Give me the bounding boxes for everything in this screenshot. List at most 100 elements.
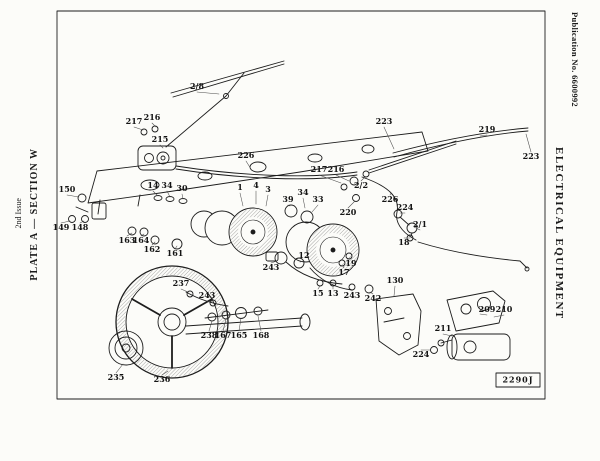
leader-line — [347, 200, 356, 209]
leader-line — [287, 204, 291, 207]
reference-number: 2290J — [502, 375, 533, 385]
part-number-label: 15 — [312, 288, 323, 298]
part-number-label: 18 — [398, 237, 410, 247]
part-number-label: 243 — [344, 290, 361, 300]
leader-line — [159, 144, 164, 149]
speedometer-cable — [417, 241, 530, 272]
wiper-blade-left — [165, 60, 285, 148]
leader-line — [180, 288, 189, 293]
leader-line — [257, 315, 262, 332]
leader-line — [181, 193, 184, 200]
part-number-label: 237 — [173, 278, 190, 288]
leader-line — [115, 363, 124, 374]
leader-line — [442, 333, 453, 337]
part-number-label: 148 — [72, 222, 89, 232]
part-number-label: 17 — [338, 267, 349, 277]
part-number-label: 165 — [231, 330, 248, 340]
part-number-label: 235 — [108, 372, 125, 382]
leader-line — [245, 160, 252, 170]
part-number-label: 163 — [119, 235, 136, 245]
leader-line — [265, 194, 269, 207]
dashboard-panel — [87, 131, 429, 215]
steering-wheel — [115, 265, 311, 379]
part-number-label: 1 — [237, 182, 243, 192]
control-box-assembly — [430, 290, 511, 361]
leader-line — [525, 133, 532, 153]
leader-line — [302, 197, 306, 209]
section-title: ELECTRICAL EQUIPMENT — [553, 147, 565, 320]
part-number-label: 209 — [479, 304, 496, 314]
leader-line — [493, 314, 505, 318]
leader-line — [66, 194, 80, 198]
leader-line — [206, 300, 213, 303]
part-number-label: 168 — [253, 330, 270, 340]
part-number-label: 224 — [413, 349, 430, 359]
leader-line — [479, 134, 488, 137]
part-number-label: 2/2 — [354, 180, 368, 190]
wiper-motor-left — [137, 125, 177, 171]
part-number-label: 243 — [263, 262, 280, 272]
part-number-label: 215 — [152, 134, 169, 144]
part-number-label: 4 — [253, 180, 259, 190]
part-number-label: 217 — [311, 164, 328, 174]
part-number-label: 216 — [328, 164, 345, 174]
horn-button — [108, 330, 144, 366]
reference-number-box: 2290J — [495, 372, 541, 388]
part-number-label: 217 — [126, 116, 143, 126]
instrument-cluster — [190, 204, 360, 277]
part-number-label: 162 — [144, 244, 161, 254]
leader-line — [151, 122, 157, 128]
part-number-label: 34 — [161, 180, 173, 190]
page-border — [56, 10, 546, 400]
leader-line — [383, 126, 395, 150]
part-number-label: 236 — [154, 374, 171, 384]
leader-line — [342, 265, 345, 269]
part-number-label: 150 — [59, 184, 76, 194]
leader-line — [299, 260, 305, 263]
leader-line — [270, 260, 278, 264]
gauge-wiring — [285, 252, 374, 294]
part-number-label: 19 — [345, 258, 357, 268]
leader-line — [174, 245, 178, 250]
leader-line — [222, 318, 227, 332]
part-number-label: 216 — [144, 112, 161, 122]
leader-line — [479, 313, 488, 316]
part-number-label: 13 — [327, 288, 339, 298]
part-number-label: 130 — [387, 275, 404, 285]
part-number-label: 223 — [523, 151, 540, 161]
leader-line — [349, 257, 352, 260]
part-number-label: 219 — [479, 124, 496, 134]
drive-cable — [175, 165, 417, 241]
part-number-label: 211 — [435, 323, 452, 333]
leader-line — [239, 192, 244, 207]
part-number-label: 2/1 — [413, 219, 427, 229]
part-number-label: 164 — [133, 235, 150, 245]
part-number-label: 161 — [167, 248, 184, 258]
part-number-label: 243 — [199, 290, 216, 300]
leader-line — [126, 232, 133, 237]
leader-line — [318, 174, 342, 184]
part-leader-lines — [60, 91, 532, 376]
part-number-label: 223 — [376, 116, 393, 126]
leader-line — [60, 220, 71, 224]
left-small-parts — [68, 193, 107, 223]
part-number-label: 226 — [382, 194, 399, 204]
leader-line — [140, 233, 145, 237]
part-number-label: 30 — [176, 183, 188, 193]
leader-line — [166, 190, 171, 198]
part-number-label: 220 — [340, 207, 357, 217]
leader-line — [152, 190, 159, 197]
part-number-label: 224 — [397, 202, 414, 212]
part-number-label: 3 — [265, 184, 271, 194]
part-number-label: 34 — [297, 187, 309, 197]
part-number-label: 226 — [238, 150, 255, 160]
publication-number: Publication No. 6600992 — [570, 12, 580, 107]
leader-line — [311, 204, 319, 213]
leader-line — [208, 320, 213, 332]
leader-line — [413, 226, 421, 231]
part-number-label: 33 — [312, 194, 324, 204]
left-column-parts — [127, 195, 188, 250]
part-number-label: 2/8 — [190, 81, 204, 91]
